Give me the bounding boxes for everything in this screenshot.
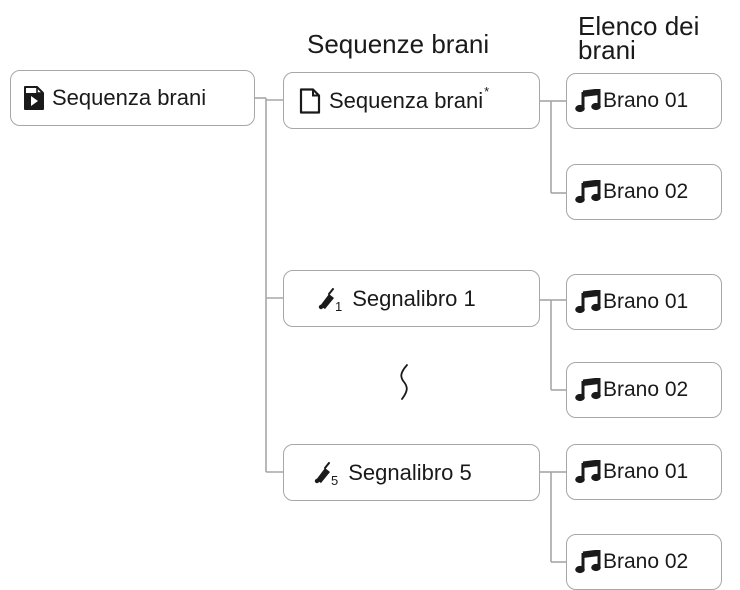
bookmark-icon: 1	[317, 287, 342, 314]
bookmark-5-label: Segnalibro 5	[348, 459, 472, 485]
bookmark-5-subscript: 5	[331, 473, 339, 488]
track-list-header-line1: Elenco dei	[578, 11, 700, 41]
playlist-play-icon	[23, 86, 45, 110]
track-item[interactable]: Brano 01	[566, 73, 722, 129]
track-item[interactable]: Brano 02	[566, 362, 722, 418]
music-note-icon	[575, 378, 601, 402]
track-item[interactable]: Brano 02	[566, 534, 722, 590]
track-label: Brano 02	[603, 378, 689, 401]
music-note-icon	[575, 89, 601, 113]
root-sequence-node[interactable]: Sequenza brani	[10, 70, 255, 126]
track-item[interactable]: Brano 01	[566, 274, 722, 330]
sequence-marker: *	[484, 84, 490, 99]
track-label: Brano 02	[603, 550, 689, 573]
sequences-header: Sequenze brani	[307, 29, 490, 59]
track-label: Brano 01	[603, 460, 689, 483]
track-item[interactable]: Brano 01	[566, 444, 722, 500]
bookmark-1-node[interactable]: 1 Segnalibro 1	[283, 270, 540, 327]
track-list-header-line2: brani	[578, 35, 636, 65]
music-note-icon	[575, 550, 601, 574]
track-label: Brano 02	[603, 180, 689, 203]
track-list-header: Elenco dei brani	[578, 11, 700, 65]
continuation-mark	[400, 364, 408, 400]
track-label: Brano 01	[603, 89, 689, 112]
music-note-icon	[575, 180, 601, 204]
music-note-icon	[575, 460, 601, 484]
bookmark-1-subscript: 1	[335, 299, 343, 314]
sequence-label: Sequenza brani	[329, 87, 484, 113]
track-item[interactable]: Brano 02	[566, 164, 722, 220]
track-label: Brano 01	[603, 290, 689, 313]
sequence-node[interactable]: Sequenza brani *	[283, 72, 540, 129]
root-sequence-label: Sequenza brani	[52, 85, 207, 110]
music-note-icon	[575, 290, 601, 314]
bookmark-5-node[interactable]: 5 Segnalibro 5	[283, 444, 540, 501]
document-icon	[299, 87, 321, 114]
bookmark-1-label: Segnalibro 1	[352, 285, 476, 311]
bookmark-icon: 5	[313, 461, 338, 488]
